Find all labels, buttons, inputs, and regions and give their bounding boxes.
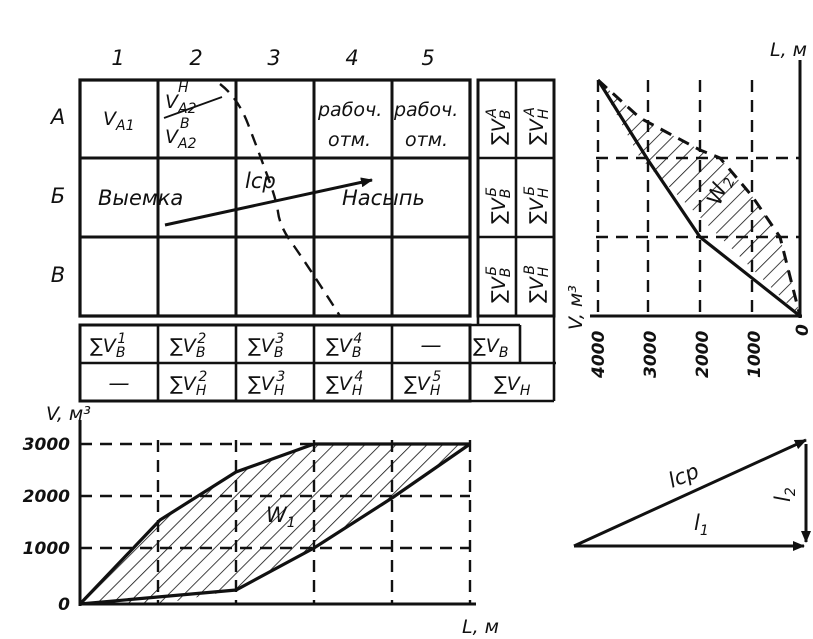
fill-sum-col-3: ∑VН3 [248,369,285,399]
vertical-vector-label: l2 [771,487,799,502]
row-b-cut-sum: ∑VВБ [484,187,514,224]
y-tick-label: 2000 [23,487,70,507]
volume-table: 1 2 3 4 5 А Б В VA1 VA2 Н VA2 В рабоч. [49,46,556,403]
row-v-sums: ∑VВБ ∑VНВ [484,265,552,303]
row-header-a: А [49,105,65,129]
cumulative-volume-chart-right: L, м V, м³ 4000 3000 2000 1000 0 W2 [565,39,813,379]
right-tick-label: 3000 [641,331,661,378]
cut-cumulative-curve [78,442,470,606]
y-tick-label: 1000 [23,539,70,559]
y-axis-label: V, м³ [46,403,91,425]
cut-label: Выемка [98,186,183,210]
row-v-fill-sum: ∑VНВ [522,265,552,303]
row-a-sums: ∑VВА ∑VНА [484,107,552,145]
cell-a2-numerator-superscript: Н [178,80,189,96]
table-frame [78,78,472,318]
top-axis-label: L, м [770,39,807,61]
right-tick-label: 2000 [693,331,713,378]
column-header-4: 4 [345,46,358,70]
cell-a5-line2: отм. [405,129,448,151]
fill-sum-col-1-dash: — [109,371,130,395]
y-tick-label: 3000 [23,435,70,455]
y-tick-label: 0 [58,595,70,615]
cut-sum-col-4: ∑VВ4 [326,331,362,361]
cumulative-volume-chart-bottom: V, м³ L, м 0 1000 2000 3000 W1 [23,403,499,638]
area-w1-label: W1 [266,503,296,531]
row-a-fill-sum: ∑VНА [522,107,552,145]
fill-cumulative-curve-right [596,78,802,317]
fill-label: Насыпь [342,186,425,210]
right-tick-label: 0 [793,324,813,336]
total-cut-sum: ∑VВ [473,335,508,361]
right-tick-label: 4000 [589,331,609,379]
fill-sum-col-4: ∑VН4 [326,369,363,399]
cut-sum-col-1: ∑VВ1 [90,331,126,361]
cell-a2-denominator: VA2 [165,126,197,152]
cell-a5-line1: рабоч. [393,99,458,121]
column-header-2: 2 [189,46,202,70]
column-header-5: 5 [421,46,434,70]
cell-a2-denominator-superscript: В [180,116,190,132]
fill-cumulative-curve [79,442,471,606]
resultant-vector-lcp [573,438,807,548]
fill-sum-col-5: ∑VН5 [404,369,441,399]
total-fill-sum: ∑VН [494,373,531,399]
haul-vector-triangle: lср l1 l2 [573,438,811,551]
fill-sum-col-2: ∑VН2 [170,369,207,399]
cell-a4-line2: отм. [328,129,371,151]
right-tick-label: 1000 [745,331,765,378]
area-w1 [80,444,470,604]
column-header-3: 3 [267,46,280,70]
row-a-cut-sum: ∑VВА [484,108,514,145]
cut-cumulative-curve-right [596,79,801,318]
area-w2 [598,80,800,316]
row-b-fill-sum: ∑VНБ [522,186,552,224]
fraction-bar [163,96,223,119]
column-header-1: 1 [111,46,124,70]
right-volume-axis-label: V, м³ [565,285,587,330]
average-haul-label: lср [245,169,276,193]
cut-sum-col-5-dash: — [421,333,442,357]
cut-sum-col-2: ∑VВ2 [170,331,206,361]
base-vector-label: l1 [694,511,709,539]
row-header-b: Б [51,184,65,208]
cell-a4-line1: рабоч. [317,99,382,121]
cut-sum-col-3: ∑VВ3 [248,331,284,361]
row-b-sums: ∑VВБ ∑VНБ [484,186,552,224]
row-v-cut-sum: ∑VВБ [484,266,514,303]
haul-direction-arrow [164,177,373,227]
row-header-v: В [51,263,65,287]
resultant-vector-label: lср [665,459,702,493]
cell-a1-label: VA1 [103,108,134,134]
x-axis-label: L, м [462,616,499,638]
